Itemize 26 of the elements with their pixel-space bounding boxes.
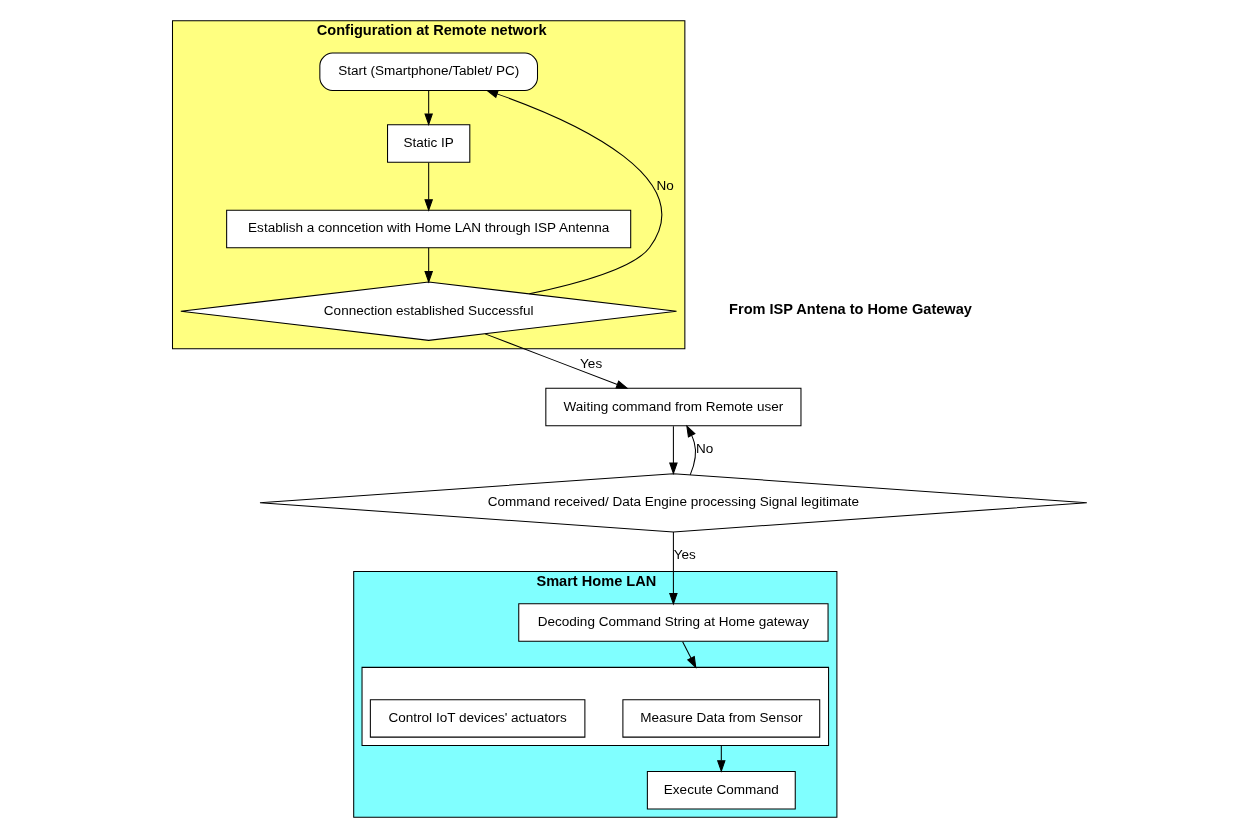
edge-label: No [695, 441, 713, 457]
arrow [485, 89, 662, 295]
node-box: Static IP [386, 124, 470, 163]
arrow [716, 744, 726, 773]
node-box: Control IoT devices' actuators [369, 699, 585, 738]
arrow [685, 424, 696, 476]
node-box: Waiting command from Remote user [544, 387, 801, 427]
arrow [484, 333, 629, 389]
edge-label: Yes [579, 355, 602, 371]
node-box: Execute Command [646, 771, 796, 810]
arrow [423, 247, 433, 284]
edge-label: Yes [673, 547, 696, 563]
node-box: Start (Smartphone/Tablet/ PC) [318, 52, 538, 91]
node-diamond: Command received/ Data Engine processing Signal legitimate [258, 473, 1087, 533]
cluster [361, 666, 829, 746]
node-diamond: Connection established Successful [179, 281, 677, 341]
node-box: Measure Data from Sensor [621, 699, 820, 738]
arrow [423, 90, 433, 126]
arrow [423, 162, 433, 212]
node-box: Establish a conncetion with Home LAN through ISP Antenna [225, 209, 631, 249]
arrow [668, 531, 678, 606]
node-box: Decoding Command String at Home gateway [517, 603, 829, 642]
arrow [668, 425, 678, 475]
label: From ISP Antena to Home Gateway [728, 301, 972, 318]
edge-label: No [655, 177, 674, 193]
arrow [681, 641, 696, 669]
